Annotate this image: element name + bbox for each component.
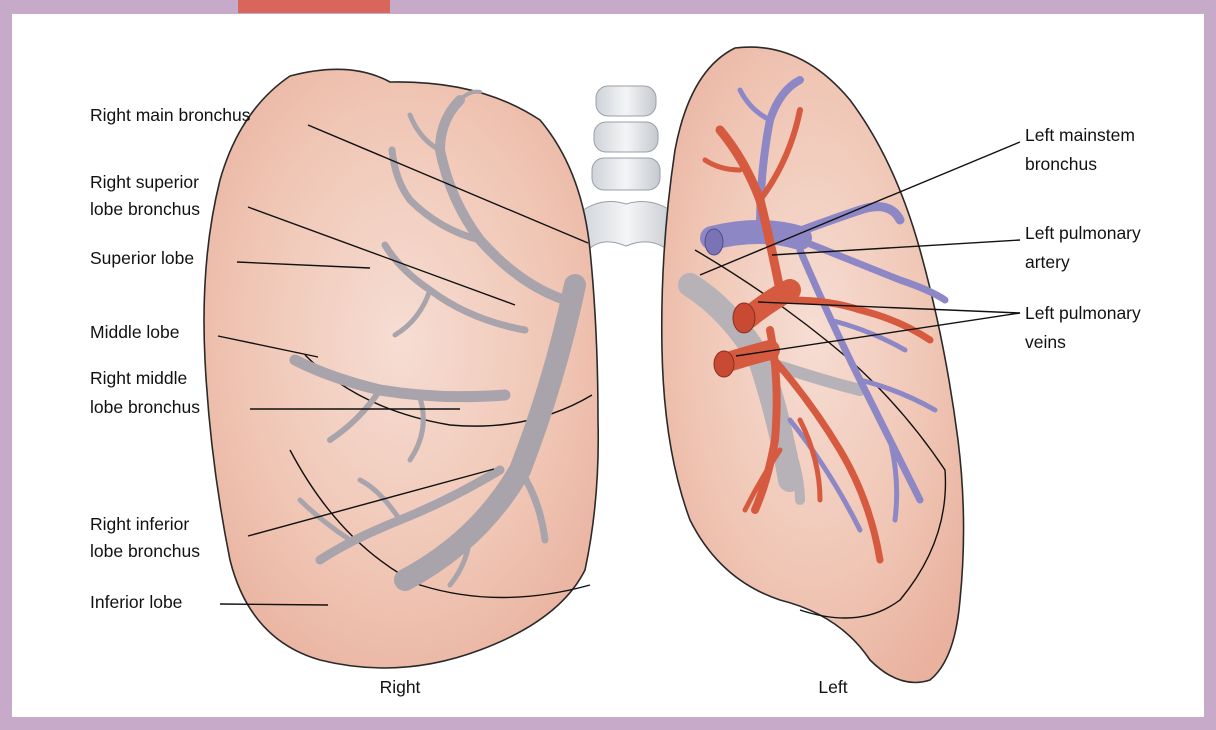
label-right-inferior-lobe-bronchus-line1: Right inferior	[90, 514, 189, 534]
label-left-pulmonary-artery-line1: Left pulmonary	[1025, 223, 1141, 243]
label-left-pulmonary-veins-line2: veins	[1025, 332, 1066, 352]
leader-inferior-lobe	[220, 604, 328, 605]
left-lung	[662, 47, 964, 682]
caption-left: Left	[818, 677, 847, 697]
label-left-pulmonary-artery-line2: artery	[1025, 252, 1070, 272]
label-superior-lobe: Superior lobe	[90, 248, 194, 268]
label-right-main-bronchus: Right main bronchus	[90, 105, 251, 125]
label-left-pulmonary-veins-line1: Left pulmonary	[1025, 303, 1141, 323]
label-left-mainstem-bronchus-line1: Left mainstem	[1025, 125, 1135, 145]
labels-left: Left mainstem bronchus Left pulmonary ar…	[1025, 125, 1141, 352]
caption-right: Right	[380, 677, 421, 697]
label-right-superior-lobe-bronchus-line1: Right superior	[90, 172, 199, 192]
label-right-inferior-lobe-bronchus-line2: lobe bronchus	[90, 541, 200, 561]
vertebrae	[578, 86, 676, 250]
label-right-middle-lobe-bronchus-line1: Right middle	[90, 368, 187, 388]
label-left-mainstem-bronchus-line2: bronchus	[1025, 154, 1097, 174]
label-middle-lobe: Middle lobe	[90, 322, 180, 342]
label-right-superior-lobe-bronchus-line2: lobe bronchus	[90, 199, 200, 219]
label-right-middle-lobe-bronchus-line2: lobe bronchus	[90, 397, 200, 417]
label-inferior-lobe: Inferior lobe	[90, 592, 182, 612]
